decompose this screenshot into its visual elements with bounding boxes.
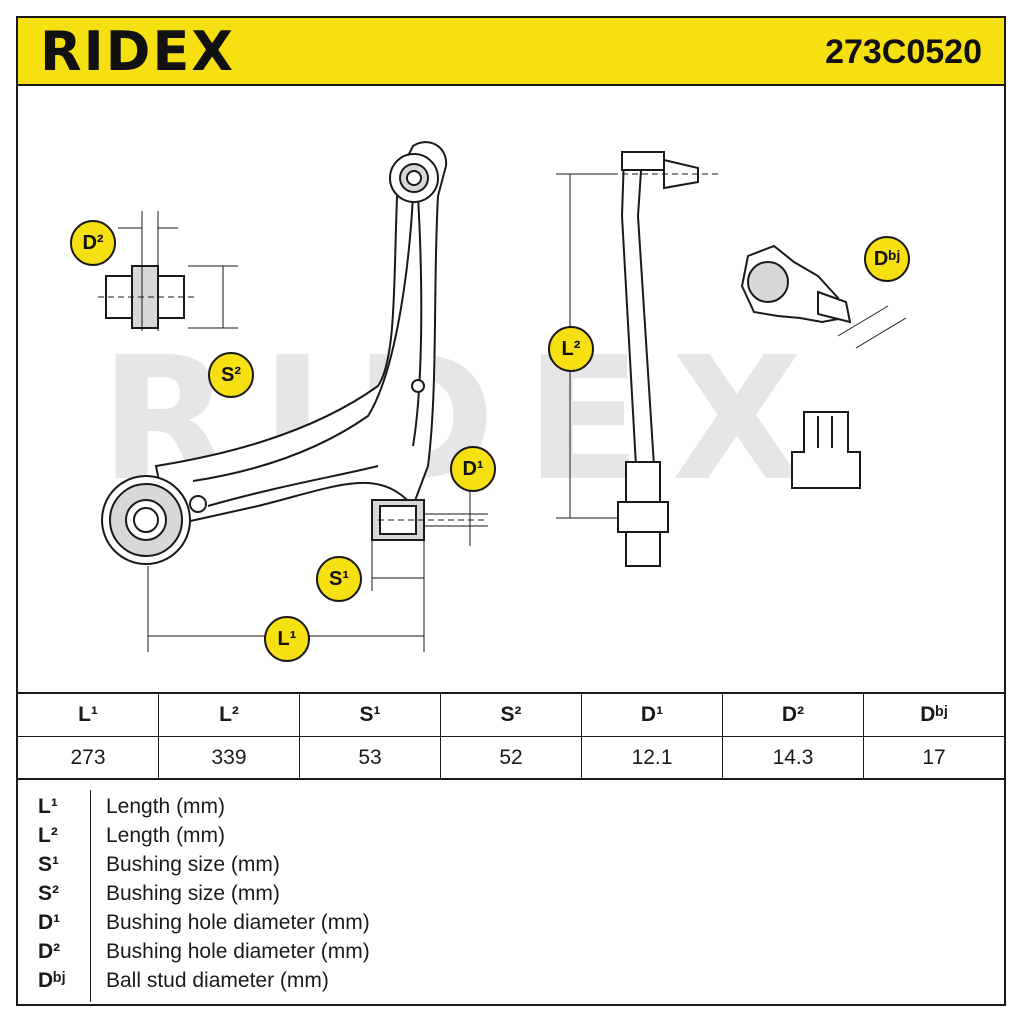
legend-key: S² — [38, 882, 59, 905]
callout-l1: L¹ — [264, 616, 310, 662]
table-header-cell: S² — [441, 694, 582, 736]
ball-joint-detail — [740, 244, 907, 349]
legend-desc: Bushing hole diameter (mm) — [106, 911, 370, 934]
legend-divider — [90, 790, 91, 1002]
legend-key: D¹ — [38, 911, 61, 934]
legend-item: L² Length (mm) — [18, 821, 1004, 850]
table-cell: 14.3 — [723, 737, 864, 779]
legend-key: Dᵇʲ — [38, 969, 66, 992]
callout-d1: D¹ — [450, 446, 496, 492]
header-bar: RIDEX 273C0520 — [18, 18, 1004, 86]
table-cell: 339 — [159, 737, 300, 779]
legend-item: S² Bushing size (mm) — [18, 879, 1004, 908]
legend-desc: Length (mm) — [106, 795, 226, 818]
control-arm-body — [101, 141, 448, 565]
dimensions-table: L¹ L² S¹ S² D¹ D² Dᵇʲ 273 339 53 52 12.1… — [18, 692, 1004, 780]
table-row: 273 339 53 52 12.1 14.3 17 — [18, 737, 1004, 779]
table-cell: 53 — [300, 737, 441, 779]
spec-sheet: RIDEX 273C0520 RIDEX — [16, 16, 1006, 1006]
callout-l2: L² — [548, 326, 594, 372]
legend-item: L¹ Length (mm) — [18, 792, 1004, 821]
legend-desc: Bushing size (mm) — [106, 853, 280, 876]
legend-item: S¹ Bushing size (mm) — [18, 850, 1004, 879]
bushing-sleeve-detail — [791, 411, 861, 489]
legend-desc: Bushing size (mm) — [106, 882, 280, 905]
brand-logo: RIDEX — [40, 20, 236, 83]
table-header-cell: Dᵇʲ — [920, 703, 948, 726]
table-header-cell: S¹ — [300, 694, 441, 736]
legend-item: Dᵇʲ Ball stud diameter (mm) — [18, 966, 1004, 995]
rear-bushing-detail — [98, 211, 238, 331]
legend-key: S¹ — [38, 853, 59, 876]
legend-item: D² Bushing hole diameter (mm) — [18, 937, 1004, 966]
table-header-cell: L² — [159, 694, 300, 736]
legend-desc: Length (mm) — [106, 824, 226, 847]
legend-item: D¹ Bushing hole diameter (mm) — [18, 908, 1004, 937]
control-arm-side-view — [556, 151, 718, 567]
technical-drawing: RIDEX — [18, 86, 1004, 692]
legend-key: L¹ — [38, 795, 58, 818]
callout-dbj: Dᵇʲ — [864, 236, 910, 282]
table-cell: 52 — [441, 737, 582, 779]
table-cell: 17 — [922, 746, 946, 769]
control-arm-drawing — [98, 141, 907, 652]
table-header-cell: D² — [723, 694, 864, 736]
callout-d2: D² — [70, 220, 116, 266]
table-header-row: L¹ L² S¹ S² D¹ D² Dᵇʲ — [18, 694, 1004, 737]
legend-key: L² — [38, 824, 58, 847]
legend: L¹ Length (mm) L² Length (mm) S¹ Bushing… — [18, 780, 1004, 1004]
callout-s1: S¹ — [316, 556, 362, 602]
callout-s2: S² — [208, 352, 254, 398]
part-number: 273C0520 — [825, 33, 982, 71]
legend-desc: Bushing hole diameter (mm) — [106, 940, 370, 963]
table-cell: 12.1 — [582, 737, 723, 779]
legend-desc: Ball stud diameter (mm) — [106, 969, 329, 992]
legend-key: D² — [38, 940, 61, 963]
table-header-cell: D¹ — [582, 694, 723, 736]
table-header-cell: L¹ — [18, 694, 159, 736]
table-cell: 273 — [18, 737, 159, 779]
